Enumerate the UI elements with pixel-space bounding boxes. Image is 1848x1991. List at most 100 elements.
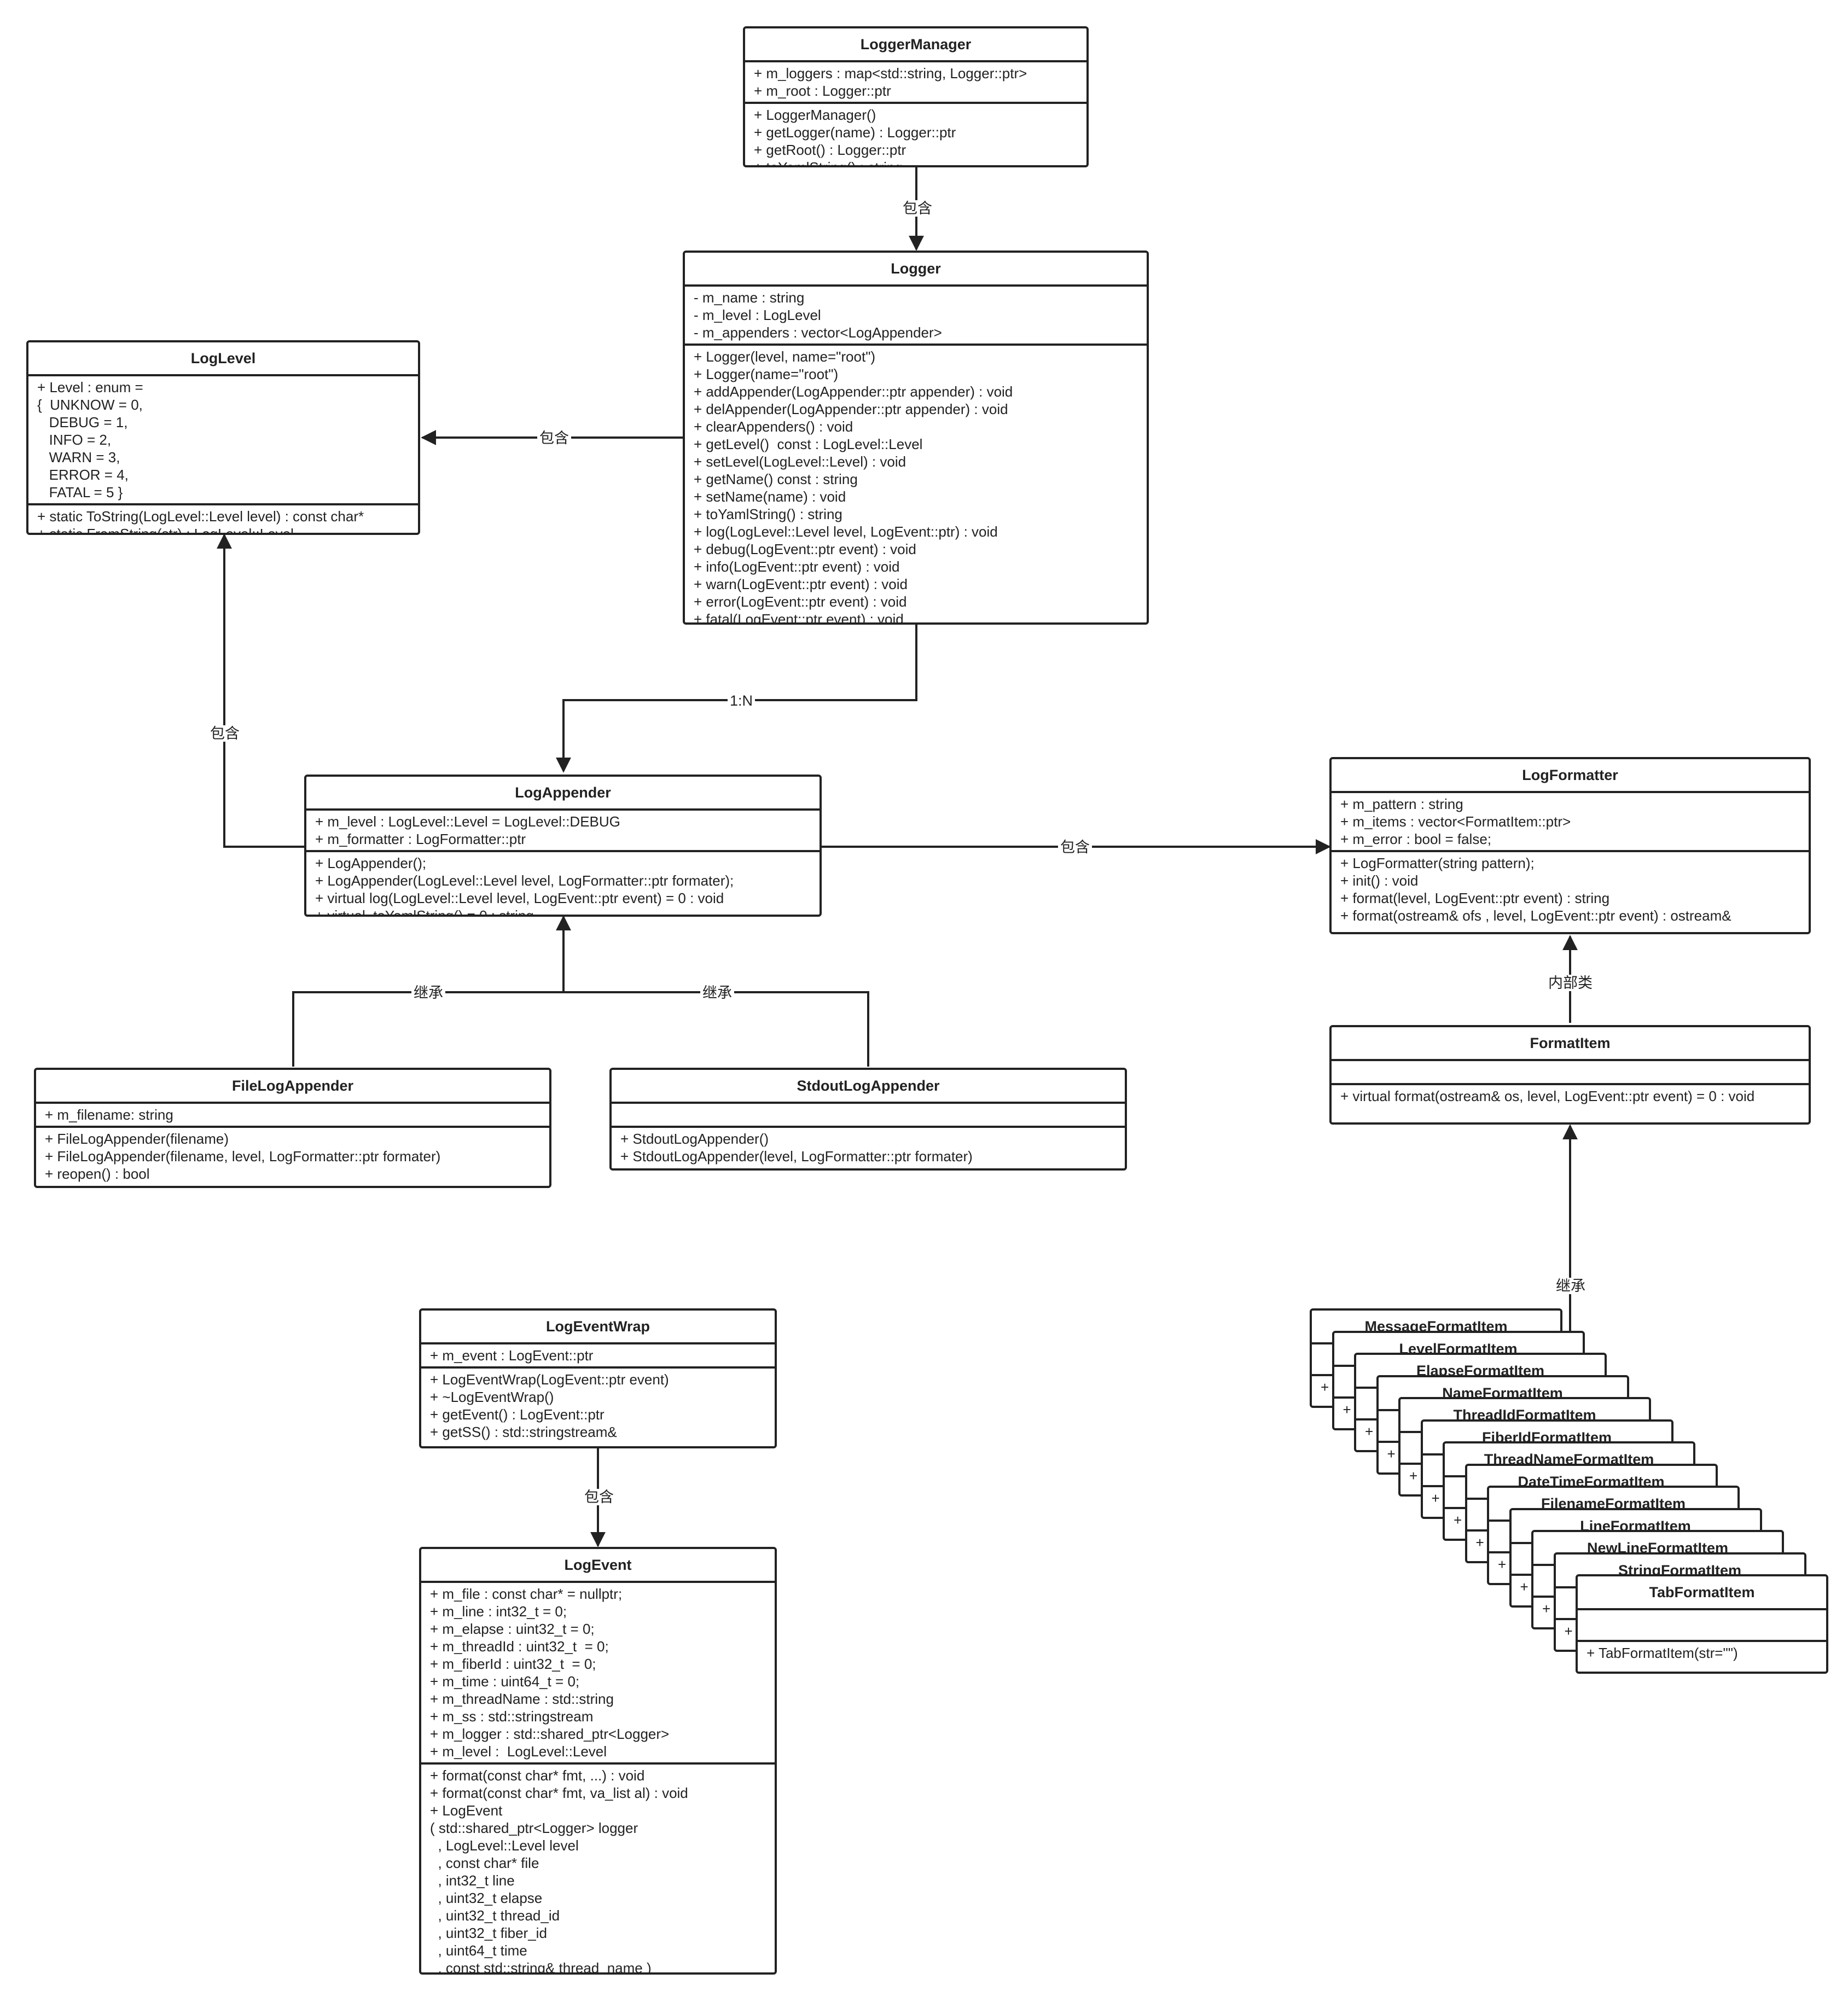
method-line: , int32_t line: [430, 1872, 515, 1889]
method-line: +: [1321, 1379, 1329, 1395]
method-line: +: [1343, 1401, 1351, 1418]
attribute-line: + m_time : uint64_t = 0;: [430, 1673, 580, 1690]
class-name: LoggerManager: [745, 28, 1086, 62]
class-name: Logger: [685, 253, 1147, 287]
method-line: , uint32_t elapse: [430, 1890, 543, 1906]
attribute-line: INFO = 2,: [37, 432, 112, 448]
class-name: FileLogAppender: [36, 1070, 549, 1104]
class-logevent[interactable]: LogEvent + m_file : const char* = nullptr…: [419, 1547, 777, 1975]
method-line: + fatal(LogEvent::ptr event) : void: [694, 611, 904, 625]
class-logformatter[interactable]: LogFormatter+ m_pattern : string+ m_item…: [1329, 757, 1811, 934]
method-line: + StdoutLogAppender(level, LogFormatter:…: [620, 1148, 973, 1165]
class-name: LogEventWrap: [421, 1311, 775, 1344]
attribute-line: + m_threadName : std::string: [430, 1691, 614, 1707]
method-line: + FileLogAppender(filename): [45, 1131, 229, 1147]
method-line: +: [1409, 1468, 1418, 1484]
method-line: + info(LogEvent::ptr event) : void: [694, 558, 900, 575]
methods-section: + LogFormatter(string pattern);+ init() …: [1332, 852, 1809, 927]
method-line: + format(const char* fmt, va_list al) : …: [430, 1785, 688, 1801]
method-line: + debug(LogEvent::ptr event) : void: [694, 541, 916, 557]
attribute-line: + m_file : const char* = nullptr;: [430, 1586, 623, 1602]
method-line: + init() : void: [1340, 872, 1419, 889]
attribute-line: FATAL = 5 }: [37, 484, 123, 500]
method-line: + Logger(name="root"): [694, 366, 839, 382]
class-logger[interactable]: Logger- m_name : string- m_level : LogLe…: [683, 251, 1149, 625]
method-line: , uint32_t fiber_id: [430, 1925, 547, 1941]
attribute-line: + Level : enum =: [37, 379, 143, 395]
method-line: + ~LogEventWrap(): [430, 1389, 554, 1405]
method-line: + StdoutLogAppender(): [620, 1131, 769, 1147]
method-line: + virtual format(ostream& os, level, Log…: [1340, 1088, 1755, 1104]
class-formatitem[interactable]: FormatItem + virtual format(ostream& os,…: [1329, 1025, 1811, 1125]
method-line: + error(LogEvent::ptr event) : void: [694, 593, 907, 610]
method-line: + static FromString(str) : LogLevel::Lev…: [37, 526, 294, 535]
methods-section: +: [1467, 1532, 1716, 1553]
method-line: + format(const char* fmt, ...) : void: [430, 1767, 645, 1784]
methods-section: + LoggerManager()+ getLogger(name) : Log…: [745, 104, 1086, 165]
methods-section: + Logger(level, name="root")+ Logger(nam…: [685, 346, 1147, 625]
method-line: + getEvent() : LogEvent::ptr: [430, 1406, 605, 1423]
class-name: FormatItem: [1332, 1027, 1809, 1061]
method-line: +: [1387, 1445, 1396, 1462]
label-logger-appender: 1:N: [728, 692, 756, 709]
attribute-line: [620, 1106, 1116, 1123]
attribute-line: + m_level : LogLevel::Level: [430, 1743, 607, 1760]
method-line: + static ToString(LogLevel::Level level)…: [37, 508, 364, 525]
method-line: + LogAppender(LogLevel::Level level, Log…: [315, 872, 734, 889]
attributes-section: + m_filename: string: [36, 1104, 549, 1128]
methods-section: + LogAppender();+ LogAppender(LogLevel::…: [306, 852, 820, 915]
attributes-section: + m_event : LogEvent::ptr: [421, 1344, 775, 1369]
class-stdoutlogappender[interactable]: StdoutLogAppender + StdoutLogAppender()+…: [609, 1068, 1127, 1171]
method-line: + virtual log(LogLevel::Level level, Log…: [315, 890, 724, 906]
method-line: +: [1475, 1534, 1484, 1551]
attribute-line: + m_line : int32_t = 0;: [430, 1603, 567, 1620]
methods-section: + format(const char* fmt, ...) : void+ f…: [421, 1765, 775, 1972]
method-line: , LogLevel::Level level: [430, 1837, 579, 1854]
class-logappender[interactable]: LogAppender+ m_level : LogLevel::Level =…: [304, 775, 822, 917]
attribute-line: + m_root : Logger::ptr: [754, 83, 891, 99]
label-formatitem-inner: 内部类: [1546, 975, 1595, 991]
format-item-class[interactable]: TabFormatItem+ TabFormatItem(str=""): [1576, 1574, 1828, 1674]
method-line: + clearAppenders() : void: [694, 418, 853, 435]
method-line: +: [1431, 1489, 1440, 1506]
method-line: , const char* file: [430, 1855, 539, 1871]
method-line: + TabFormatItem(str=""): [1587, 1645, 1738, 1661]
attribute-line: + m_loggers : map<std::string, Logger::p…: [754, 65, 1027, 81]
method-line: + format(ostream& ofs , level, LogEvent:…: [1340, 907, 1731, 924]
attribute-line: DEBUG = 1,: [37, 414, 128, 430]
class-filelogappender[interactable]: FileLogAppender + m_filename: string + Fil…: [34, 1068, 551, 1188]
method-line: , uint64_t time: [430, 1942, 527, 1959]
class-name: LogEvent: [421, 1549, 775, 1583]
attribute-line: + m_elapse : uint32_t = 0;: [430, 1621, 595, 1637]
method-line: + LogAppender();: [315, 855, 427, 871]
attribute-line: + m_level : LogLevel::Level = LogLevel::…: [315, 813, 620, 830]
methods-section: +: [1334, 1399, 1583, 1421]
class-logeventwrap[interactable]: LogEventWrap+ m_event : LogEvent::ptr+ L…: [419, 1308, 777, 1448]
attribute-line: + m_fiberId : uint32_t = 0;: [430, 1656, 596, 1672]
label-wrap-event: 包含: [582, 1489, 616, 1505]
methods-section: + StdoutLogAppender()+ StdoutLogAppender…: [612, 1128, 1125, 1167]
label-file-inherit: 继承: [411, 985, 445, 1001]
attribute-line: - m_name : string: [694, 289, 805, 306]
attribute-line: + m_filename: string: [45, 1107, 173, 1123]
methods-section: +: [1312, 1376, 1560, 1398]
class-name: StdoutLogAppender: [612, 1070, 1125, 1104]
method-line: + addAppender(LogAppender::ptr appender)…: [694, 383, 1013, 400]
class-loggermanager[interactable]: LoggerManager+ m_loggers : map<std::stri…: [743, 26, 1089, 167]
method-line: +: [1365, 1423, 1374, 1440]
methods-section: +: [1400, 1465, 1649, 1487]
attribute-line: + m_items : vector<FormatItem::ptr>: [1340, 813, 1571, 830]
methods-section: +: [1445, 1509, 1693, 1531]
edge-stdout-inherit: [563, 991, 869, 1067]
methods-section: +: [1356, 1421, 1605, 1442]
attribute-line: + m_formatter : LogFormatter::ptr: [315, 831, 526, 847]
method-line: + LogFormatter(string pattern);: [1340, 855, 1535, 871]
class-loglevel[interactable]: LogLevel+ Level : enum ={ UNKNOW = 0, DE…: [26, 340, 420, 535]
method-line: + LoggerManager(): [754, 107, 876, 123]
method-line: + getLogger(name) : Logger::ptr: [754, 124, 956, 141]
attributes-section: + m_loggers : map<std::string, Logger::p…: [745, 62, 1086, 104]
method-line: + delAppender(LogAppender::ptr appender)…: [694, 401, 1008, 417]
attribute-line: - m_appenders : vector<LogAppender>: [694, 324, 942, 341]
method-line: + setLevel(LogLevel::Level) : void: [694, 453, 906, 470]
method-line: + Logger(level, name="root"): [694, 348, 876, 365]
